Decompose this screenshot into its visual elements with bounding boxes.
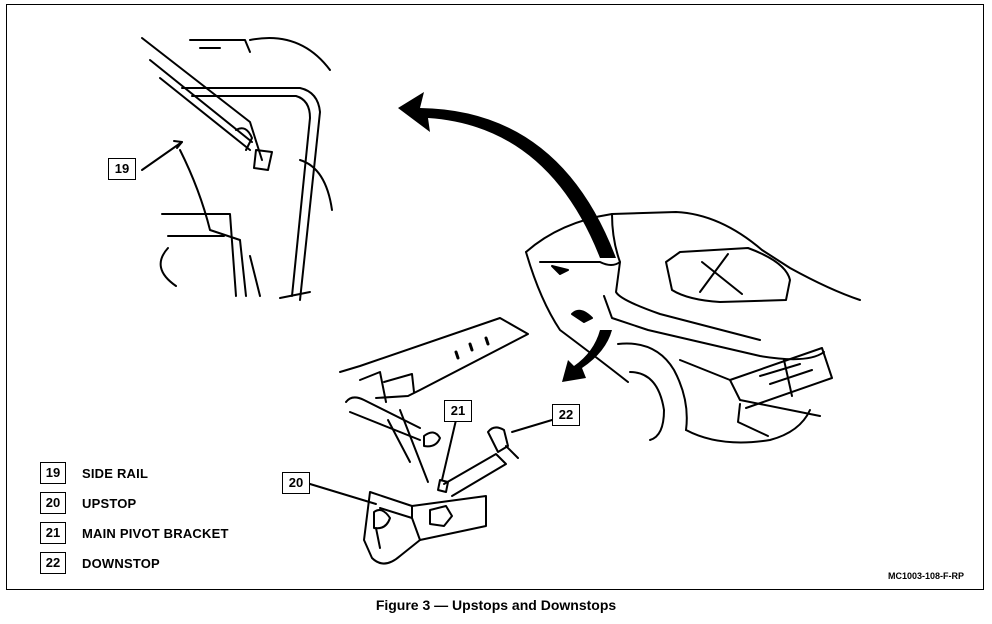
leader-20: [309, 483, 377, 505]
legend-item: 20 UPSTOP: [40, 488, 229, 518]
legend-label: DOWNSTOP: [82, 555, 160, 571]
legend-item: 22 DOWNSTOP: [40, 548, 229, 578]
figure-frame: [6, 4, 984, 590]
leader-22: [511, 419, 553, 433]
figure-code: MC1003-108-F-RP: [887, 571, 964, 581]
legend-label: MAIN PIVOT BRACKET: [82, 525, 229, 541]
callout-22: 22: [552, 404, 580, 426]
legend-label: UPSTOP: [82, 495, 137, 511]
large-curved-arrow: [398, 92, 616, 258]
car-illustration: [525, 211, 861, 444]
pivot-mechanism: [339, 317, 529, 565]
callout-21: 21: [444, 400, 472, 422]
callout-20: 20: [282, 472, 310, 494]
legend-label: SIDE RAIL: [82, 465, 149, 481]
legend-item: 19 SIDE RAIL: [40, 458, 229, 488]
leader-19: [141, 141, 183, 171]
leader-21: [441, 419, 457, 481]
legend-number: 19: [40, 462, 66, 484]
callout-19: 19: [108, 158, 136, 180]
figure-caption: Figure 3 — Upstops and Downstops: [375, 597, 617, 613]
legend-number: 22: [40, 552, 66, 574]
legend: 19 SIDE RAIL 20 UPSTOP 21 MAIN PIVOT BRA…: [40, 458, 229, 578]
legend-number: 21: [40, 522, 66, 544]
side-rail-detail: [141, 37, 333, 301]
legend-number: 20: [40, 492, 66, 514]
small-arrow: [562, 330, 612, 382]
legend-item: 21 MAIN PIVOT BRACKET: [40, 518, 229, 548]
